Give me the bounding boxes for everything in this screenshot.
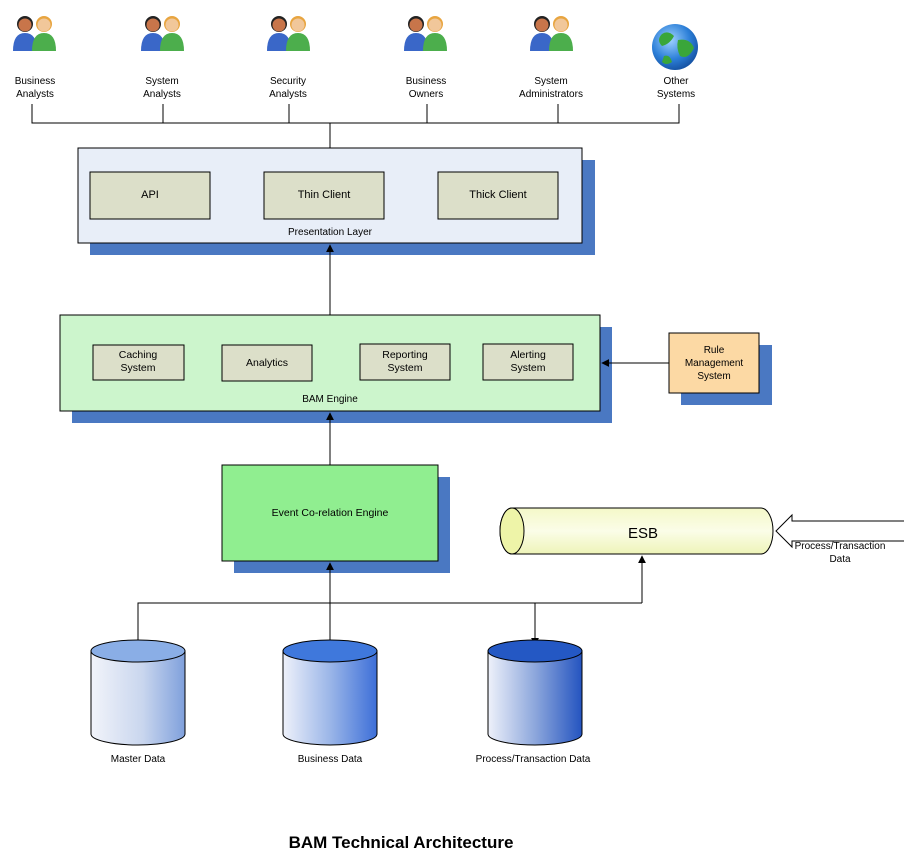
component-label-line1: Alerting: [510, 349, 546, 361]
users-icon: [141, 16, 184, 51]
component-label: Analytics: [246, 357, 288, 369]
user-label-line2: Administrators: [519, 89, 583, 100]
user-label-line1: Business: [406, 76, 447, 87]
esb-input-arrow: Process/Transaction Data: [775, 513, 904, 565]
component-label: API: [141, 189, 159, 201]
user-label-line2: Analysts: [143, 89, 181, 100]
user-label-line2: Owners: [409, 89, 443, 100]
user-label-line1: System: [534, 76, 567, 87]
hollow-arrow-icon: [775, 513, 904, 549]
rule-label-line1: Rule: [704, 345, 725, 356]
user-label-line2: Systems: [657, 89, 695, 100]
globe-icon: [652, 24, 698, 70]
component-label: Thin Client: [298, 189, 351, 201]
data-store-label: Master Data: [111, 754, 166, 765]
database-icon: [90, 651, 186, 746]
esb-input-label-line1: Process/Transaction: [795, 541, 886, 552]
component-label-line1: Reporting: [382, 349, 428, 361]
user-label-line2: Analysts: [269, 89, 307, 100]
event-correlation-engine: Event Co-relation Engine: [221, 464, 450, 573]
event-engine-box: [221, 464, 439, 562]
component-caching-system: Caching System: [92, 344, 185, 381]
database-icon: [487, 651, 583, 746]
bam-engine: Caching System Analytics Reporting Syste…: [59, 314, 612, 423]
user-group-business-owners: Business Owners: [404, 16, 447, 100]
component-reporting-system: Reporting System: [359, 343, 451, 381]
component-alerting-system: Alerting System: [482, 343, 574, 381]
user-group-other-systems: Other Systems: [652, 24, 698, 100]
component-label-line2: System: [387, 362, 422, 374]
rule-management-box: [668, 332, 760, 394]
users-icon: [267, 16, 310, 51]
user-label-line1: Business: [15, 76, 56, 87]
component-label-line2: System: [510, 362, 545, 374]
diagram-title: BAM Technical Architecture: [289, 833, 514, 852]
presentation-layer: API Thin Client Thick Client Presentatio…: [77, 147, 595, 255]
data-store-label: Process/Transaction Data: [476, 754, 591, 765]
data-connectors: [137, 555, 646, 646]
users-icon: [13, 16, 56, 51]
esb-label: ESB: [628, 525, 658, 542]
component-analytics: Analytics: [221, 344, 313, 382]
data-store-master: Master Data: [90, 639, 186, 765]
rule-label-line3: System: [697, 371, 730, 382]
component-label: Thick Client: [469, 189, 526, 201]
rule-label-line2: Management: [685, 358, 744, 369]
user-group-system-analysts: System Analysts: [141, 16, 184, 100]
users-icon: [530, 16, 573, 51]
component-label-line1: Caching: [119, 349, 158, 361]
user-group-system-administrators: System Administrators: [519, 16, 583, 100]
user-label-line1: System: [145, 76, 178, 87]
bam-engine-label: BAM Engine: [302, 394, 358, 405]
component-thick-client: Thick Client: [437, 171, 559, 220]
esb-input-label-line2: Data: [829, 554, 851, 565]
event-engine-label: Event Co-relation Engine: [272, 507, 389, 519]
user-label-line1: Other: [663, 76, 689, 87]
esb-bus: ESB: [499, 507, 774, 555]
user-group-business-analysts: Business Analysts: [13, 16, 56, 100]
user-bus-connector: [31, 104, 680, 148]
esb-end-cap: [499, 507, 525, 555]
database-icon: [282, 651, 378, 746]
component-label-line2: System: [120, 362, 155, 374]
data-store-business: Business Data: [282, 639, 378, 765]
presentation-layer-label: Presentation Layer: [288, 227, 373, 238]
user-label-line2: Analysts: [16, 89, 54, 100]
component-thin-client: Thin Client: [263, 171, 385, 220]
rule-management-system: Rule Management System: [668, 332, 772, 405]
data-store-label: Business Data: [298, 754, 363, 765]
data-store-process-transaction: Process/Transaction Data: [476, 639, 591, 765]
users-icon: [404, 16, 447, 51]
user-group-security-analysts: Security Analysts: [267, 16, 310, 100]
user-label-line1: Security: [270, 76, 306, 87]
user-groups: Business Analysts System Analysts Securi…: [13, 16, 698, 100]
component-api: API: [89, 171, 211, 220]
